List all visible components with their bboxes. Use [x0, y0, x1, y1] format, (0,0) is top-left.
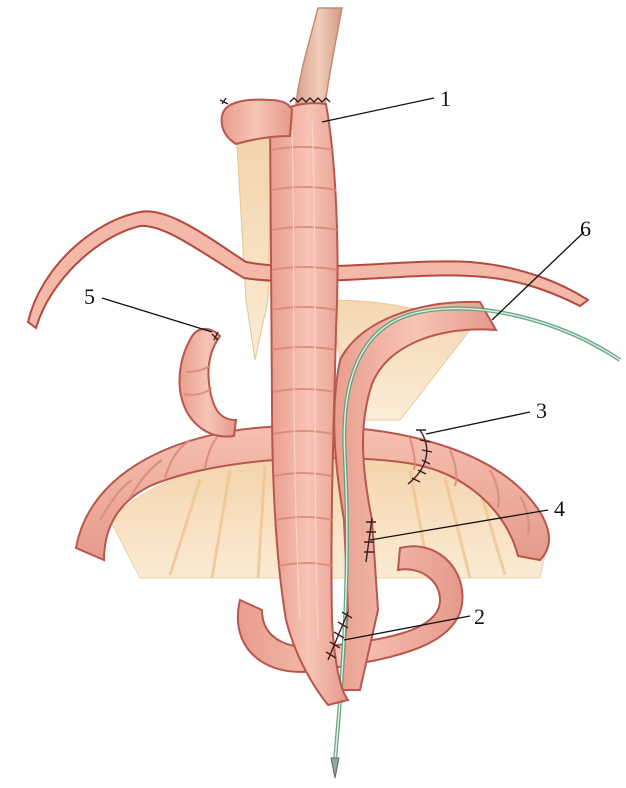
- callout-6: 6: [580, 216, 591, 241]
- catheter-tip: [331, 758, 339, 778]
- esophagus: [296, 8, 342, 104]
- callout-2: 2: [474, 604, 485, 629]
- blind-stump-loop: [179, 329, 236, 437]
- suture-stump-top: [220, 98, 228, 104]
- mesentery-upper: [236, 122, 272, 360]
- leader-line-1: [322, 98, 434, 122]
- callout-3: 3: [536, 398, 547, 423]
- leader-line-5: [102, 298, 212, 332]
- leader-line-3: [426, 412, 530, 434]
- callout-5: 5: [84, 284, 95, 309]
- callout-1: 1: [440, 86, 451, 111]
- callout-4: 4: [554, 496, 565, 521]
